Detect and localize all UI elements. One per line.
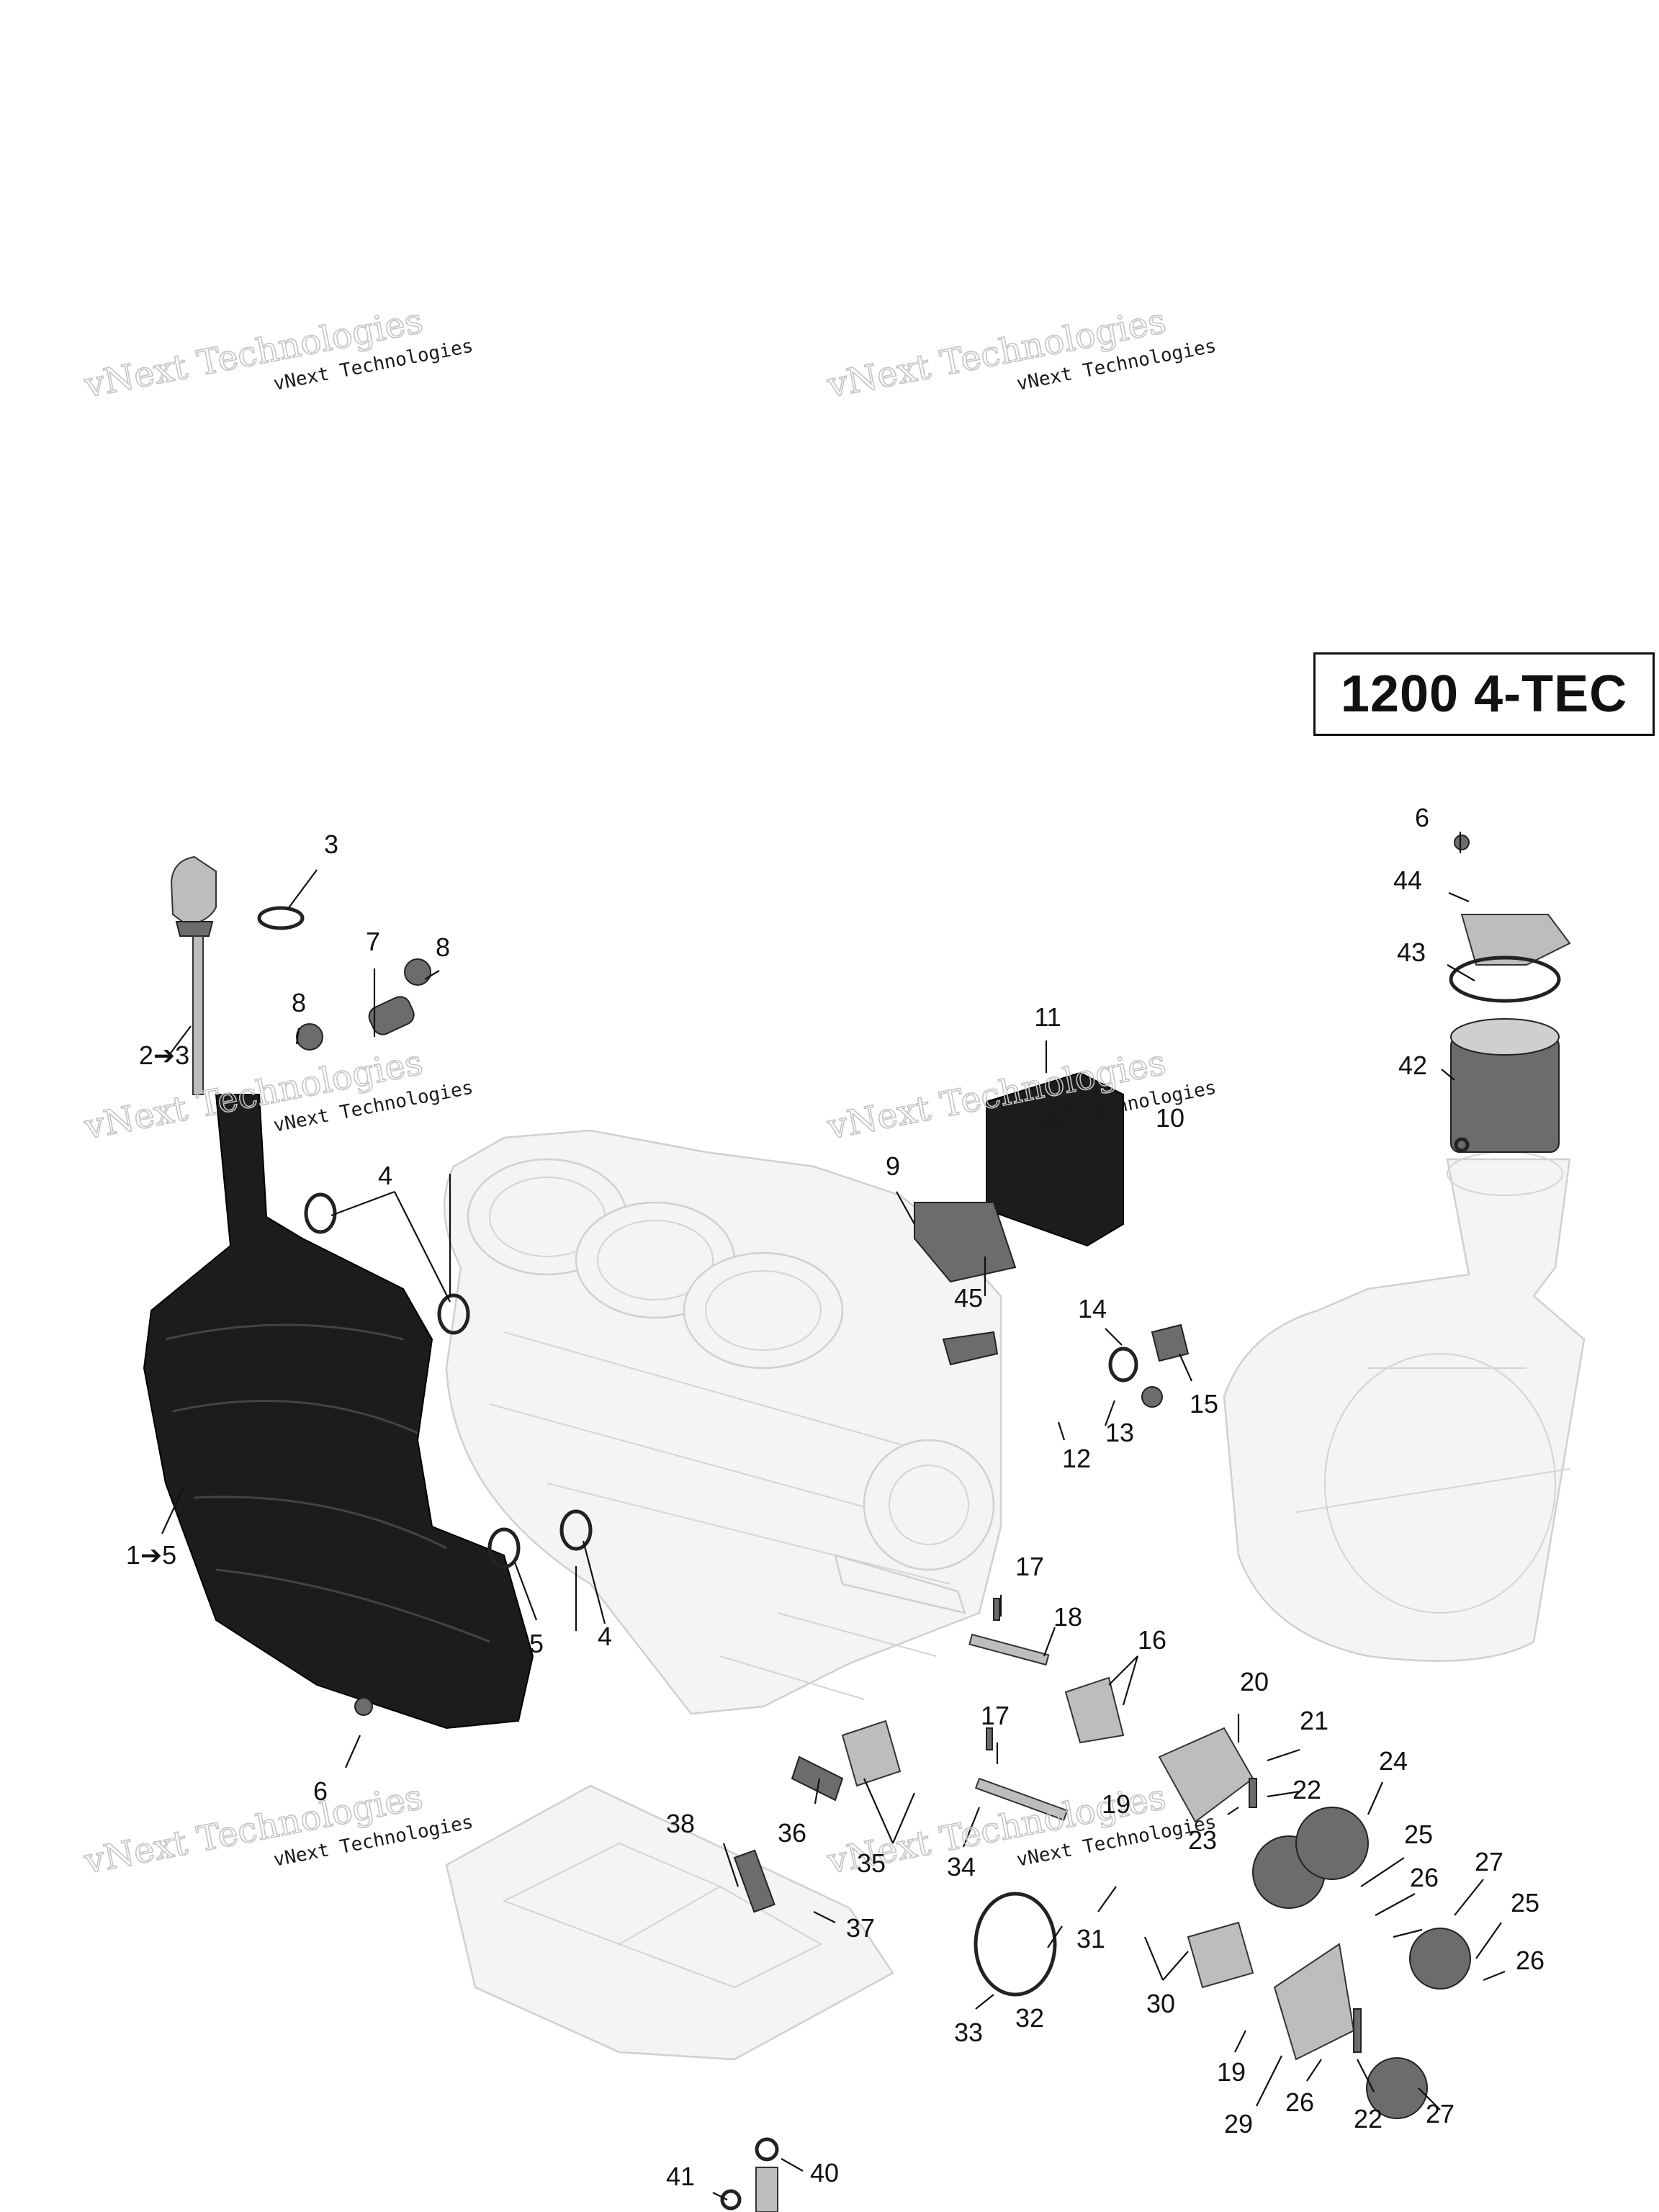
callout-27: 27 — [1475, 1847, 1503, 1876]
callout-41: 41 — [666, 2162, 695, 2191]
callout-32: 32 — [1015, 2003, 1044, 2033]
callout-45: 45 — [954, 1283, 983, 1313]
callout-4: 4 — [598, 1622, 612, 1651]
callout-16: 16 — [1138, 1625, 1166, 1655]
callout-5: 5 — [529, 1629, 544, 1658]
model-label: 1200 4-TEC — [1313, 652, 1655, 736]
callout-33: 33 — [954, 2018, 983, 2047]
watermark-low-left: vNext Technologies vNext Technologies — [80, 1776, 475, 1883]
callout-14: 14 — [1078, 1294, 1107, 1323]
callout-8: 8 — [436, 932, 450, 962]
callout-19: 19 — [1102, 1789, 1130, 1819]
watermark-low-right: vNext Technologies vNext Technologies — [823, 1776, 1218, 1883]
callout-36: 36 — [778, 1818, 806, 1848]
callout-2-to-3: 2➔3 — [139, 1040, 189, 1070]
engine-block-ghost — [443, 1129, 1002, 1715]
oil-pump-parts — [720, 1323, 1471, 2212]
callout-25: 25 — [1511, 1888, 1539, 1917]
callout-15: 15 — [1190, 1389, 1218, 1419]
callout-9: 9 — [886, 1151, 900, 1181]
callout-24: 24 — [1379, 1746, 1408, 1776]
callout-22: 22 — [1292, 1775, 1321, 1804]
callout-44: 44 — [1393, 866, 1422, 895]
oil-cooler-part — [914, 1071, 1124, 1283]
callout-labels: 3 2➔3 7 8 8 4 1➔5 5 4 6 11 10 9 45 14 15… — [126, 803, 1545, 2191]
callout-29: 29 — [1224, 2109, 1253, 2139]
oil-tank-part — [143, 1094, 534, 1730]
callout-7: 7 — [366, 927, 380, 956]
oil-pan-ghost — [445, 1784, 894, 2061]
callout-6: 6 — [1415, 803, 1429, 832]
callout-3: 3 — [324, 830, 338, 859]
callout-35: 35 — [857, 1848, 886, 1878]
callout-10: 10 — [1156, 1103, 1184, 1133]
callout-26: 26 — [1516, 1946, 1545, 1975]
callout-31: 31 — [1076, 1924, 1105, 1954]
callout-37: 37 — [846, 1913, 875, 1943]
callout-13: 13 — [1105, 1418, 1134, 1447]
leader-lines — [161, 832, 1506, 2200]
small-hardware — [296, 835, 1470, 2053]
callout-43: 43 — [1397, 938, 1426, 967]
watermark-top-left: vNext Technologies vNext Technologies — [80, 300, 475, 407]
oil-filter-part — [1449, 914, 1571, 1153]
callout-23: 23 — [1188, 1825, 1217, 1855]
callout-26: 26 — [1410, 1863, 1439, 1892]
callout-30: 30 — [1146, 1989, 1175, 2018]
callout-25: 25 — [1404, 1820, 1433, 1849]
dipstick-part — [170, 855, 217, 1095]
callout-17: 17 — [981, 1701, 1010, 1730]
watermark-top-right: vNext Technologies vNext Technologies — [823, 300, 1218, 407]
callout-17: 17 — [1015, 1552, 1044, 1581]
callout-18: 18 — [1053, 1602, 1082, 1632]
callout-42: 42 — [1398, 1051, 1427, 1080]
callout-6: 6 — [313, 1776, 328, 1806]
callout-11: 11 — [1034, 1002, 1061, 1032]
callout-21: 21 — [1300, 1706, 1328, 1735]
cover-ghost — [1223, 1151, 1586, 1662]
callout-1-to-5: 1➔5 — [126, 1540, 176, 1570]
callout-20: 20 — [1240, 1667, 1269, 1696]
callout-26: 26 — [1285, 2087, 1314, 2117]
callout-19: 19 — [1217, 2057, 1246, 2087]
callout-4: 4 — [378, 1161, 392, 1190]
callout-38: 38 — [666, 1809, 695, 1838]
callout-40: 40 — [810, 2158, 839, 2188]
callout-12: 12 — [1062, 1444, 1091, 1473]
callout-27: 27 — [1426, 2099, 1455, 2128]
callout-8: 8 — [292, 988, 306, 1017]
callout-34: 34 — [947, 1852, 976, 1881]
callout-22: 22 — [1354, 2104, 1382, 2134]
